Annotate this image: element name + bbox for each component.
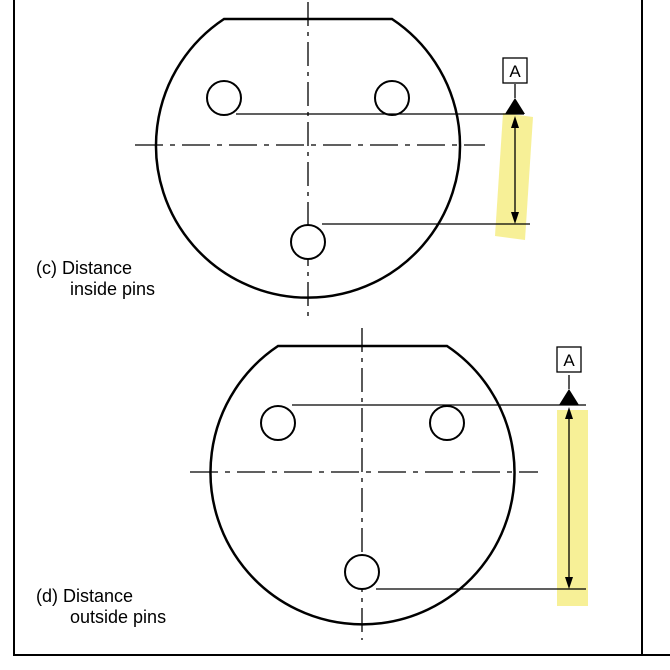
pin-hole-left-c (206, 80, 242, 116)
highlight-c (495, 113, 533, 240)
caption-c-line1: (c) Distance (36, 258, 155, 279)
datum-triangle-d (559, 389, 579, 405)
dimension-arrow-bottom-c (511, 212, 519, 224)
caption-c-title: Distance (62, 258, 133, 278)
caption-d-line2: outside pins (70, 607, 167, 627)
dimension-arrow-bottom-d (565, 577, 573, 589)
part-outline-d (209, 344, 516, 626)
caption-d-line1: (d) Distance (36, 586, 166, 607)
pin-hole-right-d (429, 405, 465, 441)
caption-d: (d) Distance outside pins (36, 586, 166, 628)
datum-triangle-c (505, 98, 525, 114)
datum-box-c (502, 57, 528, 84)
datum-letter-c: A (509, 62, 521, 81)
dimension-arrow-top-d (565, 407, 573, 419)
caption-c: (c) Distance inside pins (36, 258, 155, 300)
pin-hole-bottom-d (344, 554, 380, 590)
part-outline-c (154, 17, 462, 299)
figure-c: A (135, 2, 533, 316)
caption-d-title: Distance (63, 586, 134, 606)
pin-hole-bottom-c (290, 224, 326, 260)
pin-hole-left-d (260, 405, 296, 441)
figure-d: A (190, 328, 588, 640)
datum-letter-d: A (563, 351, 575, 370)
pin-hole-right-c (374, 80, 410, 116)
caption-c-label: (c) (36, 258, 57, 278)
dimension-arrow-top-inner-c (511, 116, 519, 128)
datum-box-d (556, 346, 582, 373)
caption-c-line2: inside pins (70, 279, 156, 299)
highlight-d (557, 410, 588, 606)
caption-d-label: (d) (36, 586, 58, 606)
